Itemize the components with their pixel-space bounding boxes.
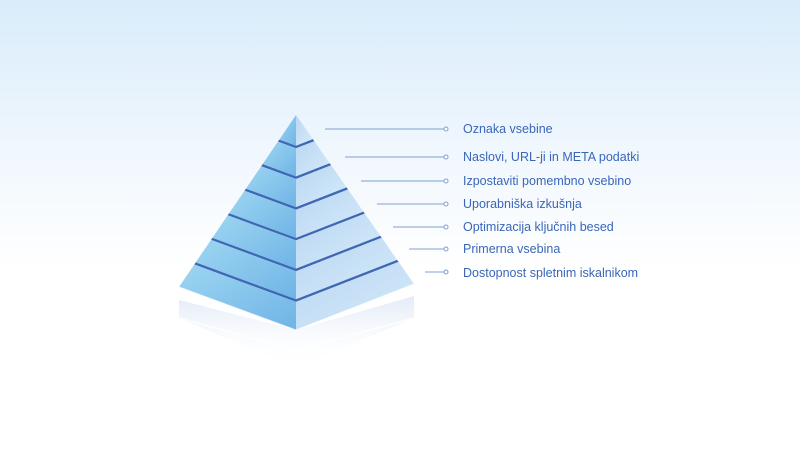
leader-dot-7 (443, 269, 449, 275)
leader-dot-1 (443, 126, 449, 132)
leader-dot-2 (443, 154, 449, 160)
level-right-face (296, 165, 347, 208)
level-right-face (296, 237, 398, 300)
leader-lines (325, 126, 449, 275)
leader-dot-6 (443, 246, 449, 252)
level-separator (277, 139, 315, 149)
level-left-face (279, 115, 296, 146)
level-label-5: Optimizacija ključnih besed (463, 220, 614, 234)
pyramid-level-4 (229, 187, 364, 238)
pyramid-level-6 (195, 235, 398, 300)
level-label-2: Naslovi, URL-ji in META podatki (463, 150, 640, 164)
level-left-face (195, 239, 296, 300)
level-right-face (296, 213, 381, 269)
level-right-face (296, 141, 330, 177)
pyramid-level-5 (212, 211, 381, 269)
level-label-4: Uporabniška izkušnja (463, 197, 582, 211)
level-label-6: Primerna vsebina (463, 242, 561, 256)
pyramid-level-1 (279, 115, 313, 146)
pyramid-level-3 (245, 163, 347, 208)
level-left-face (212, 215, 296, 269)
leader-dot-3 (443, 178, 449, 184)
base-edge (178, 283, 415, 331)
level-left-face (229, 190, 296, 238)
pyramid-levels (178, 115, 415, 331)
leader-dot-5 (443, 224, 449, 230)
level-right-face (296, 189, 364, 238)
pyramid-base-shadow (178, 296, 415, 368)
level-left-face (179, 264, 296, 330)
level-right-face (296, 261, 414, 330)
level-label-7: Dostopnost spletnim iskalnikom (463, 266, 639, 280)
leader-dot-4 (443, 201, 449, 207)
level-label-3: Izpostaviti pomembno vsebino (463, 174, 632, 188)
pyramid-level-2 (262, 139, 330, 177)
pyramid-level-7 (179, 259, 414, 330)
level-left-face (245, 166, 296, 208)
level-right-face (296, 115, 313, 146)
level-left-face (262, 141, 296, 177)
level-separator (261, 163, 332, 179)
level-label-1: Oznaka vsebine (463, 122, 553, 136)
